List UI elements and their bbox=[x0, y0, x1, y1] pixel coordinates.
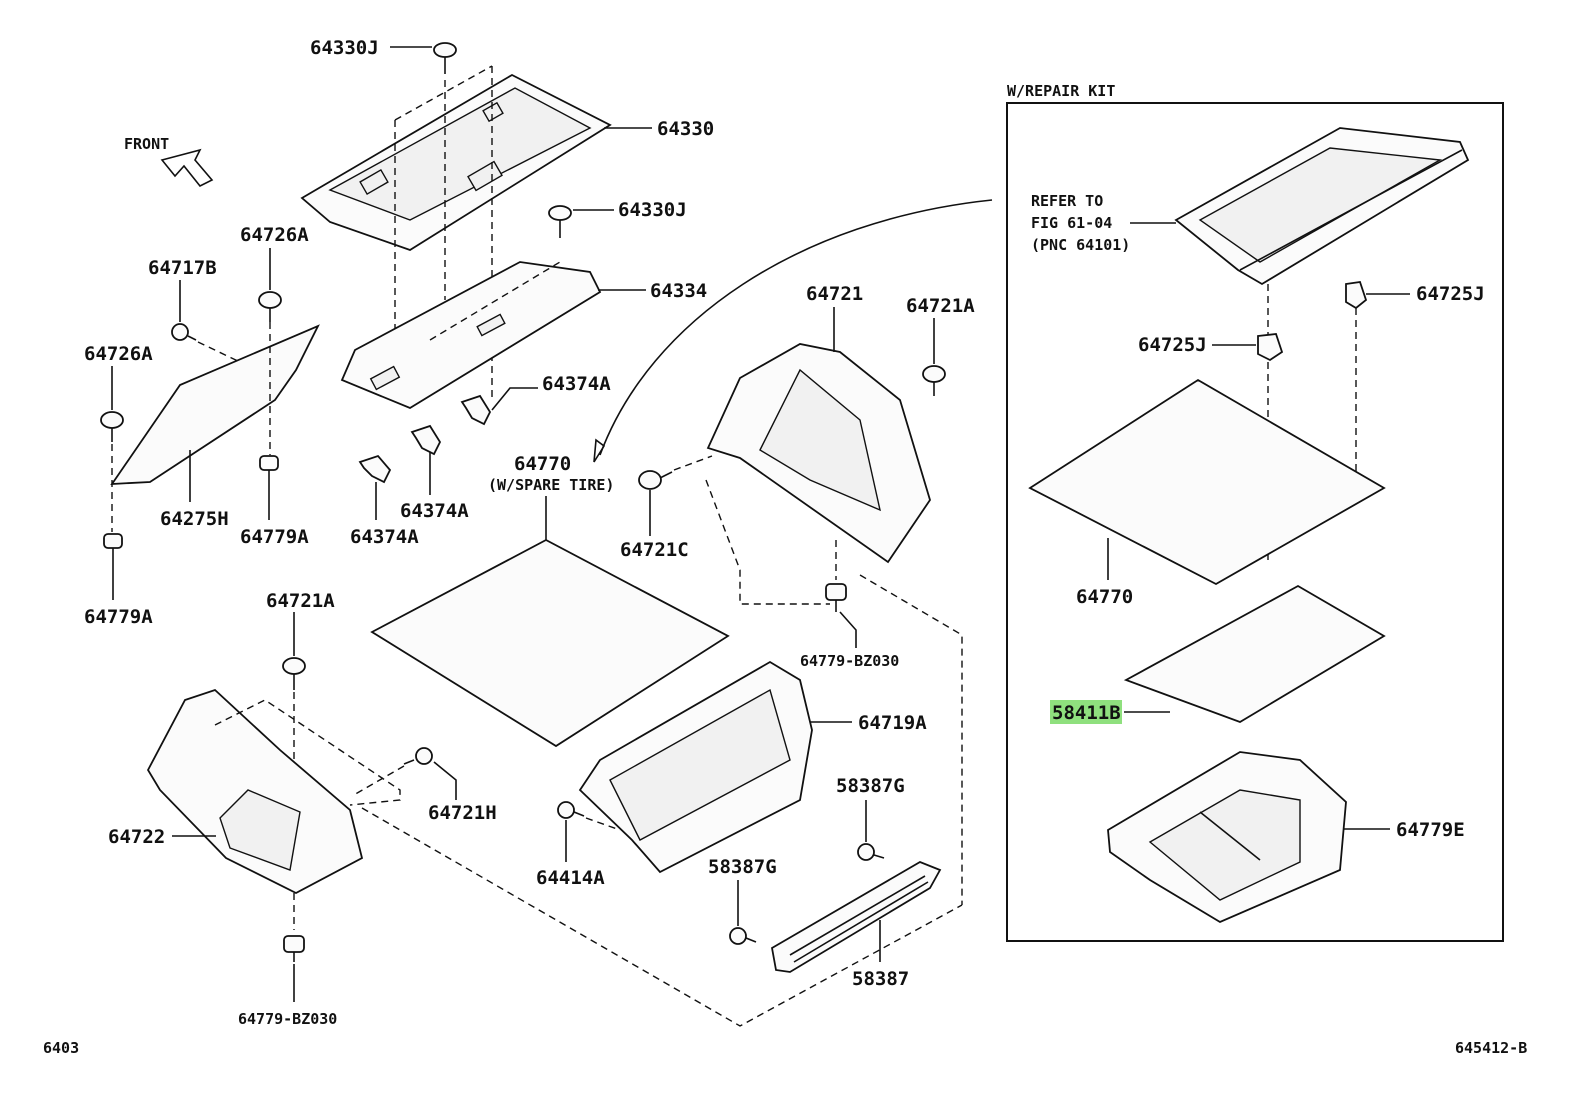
scuff-plate-58387-part bbox=[771, 861, 942, 973]
bracket-64374a-right-icon bbox=[460, 394, 492, 426]
label-58387g-top: 58387G bbox=[836, 775, 905, 797]
repair-kit-title: W/REPAIR KIT bbox=[1007, 82, 1115, 100]
label-64717b: 64717B bbox=[148, 257, 217, 279]
clip-64330j-mid-icon bbox=[548, 205, 572, 238]
floor-mat-kit-part bbox=[1028, 378, 1386, 586]
label-64726a-top: 64726A bbox=[240, 224, 309, 246]
label-64330j-top: 64330J bbox=[310, 37, 379, 59]
highlight-58411b bbox=[1050, 700, 1122, 724]
clip-64721c-icon bbox=[638, 470, 673, 490]
tray-board-part bbox=[340, 261, 602, 410]
label-64374a-mid: 64374A bbox=[400, 500, 469, 522]
label-58411b: 58411B bbox=[1052, 702, 1121, 724]
label-64779a-bottom: 64779A bbox=[84, 606, 153, 628]
clip-64725j-left-icon bbox=[1257, 333, 1284, 362]
label-64721a-left: 64721A bbox=[266, 590, 335, 612]
label-64374a-right: 64374A bbox=[542, 373, 611, 395]
screw-58387g-top-icon bbox=[857, 843, 885, 861]
label-64721h: 64721H bbox=[428, 802, 497, 824]
refer-line1: REFER TO bbox=[1031, 192, 1103, 210]
refer-line3: (PNC 64101) bbox=[1031, 236, 1130, 254]
floor-mat-center-part bbox=[370, 538, 730, 748]
label-64726a-left: 64726A bbox=[84, 343, 153, 365]
label-64779bz030-bottom: 64779-BZ030 bbox=[238, 1010, 337, 1028]
label-64721a-right: 64721A bbox=[906, 295, 975, 317]
screw-64721h-icon bbox=[403, 747, 433, 765]
front-arrow-icon bbox=[160, 148, 214, 188]
label-64414a: 64414A bbox=[536, 867, 605, 889]
screw-64717b-icon bbox=[171, 323, 197, 341]
side-trim-64721-part bbox=[706, 343, 931, 564]
label-64770-kit: 64770 bbox=[1076, 586, 1133, 608]
footer-left-code: 6403 bbox=[43, 1039, 79, 1057]
clip-64721a-left-icon bbox=[282, 657, 306, 690]
label-64779a-mid: 64779A bbox=[240, 526, 309, 548]
label-64275h: 64275H bbox=[160, 508, 229, 530]
label-64721: 64721 bbox=[806, 283, 863, 305]
clip-64779bz030-bottom-icon bbox=[283, 935, 305, 962]
label-64719a: 64719A bbox=[858, 712, 927, 734]
label-64725j-right: 64725J bbox=[1416, 283, 1485, 305]
clip-64726a-left-icon bbox=[100, 411, 124, 442]
repair-kit-box bbox=[1006, 102, 1504, 942]
label-64779e: 64779E bbox=[1396, 819, 1465, 841]
clip-64779bz030-right-icon bbox=[825, 583, 847, 612]
bracket-64374a-left-icon bbox=[358, 454, 392, 484]
label-spare-tire-note: (W/SPARE TIRE) bbox=[488, 476, 614, 494]
label-58387: 58387 bbox=[852, 968, 909, 990]
front-label: FRONT bbox=[124, 135, 169, 153]
screw-64414a-icon bbox=[557, 801, 585, 819]
refer-line2: FIG 61-04 bbox=[1031, 214, 1112, 232]
floor-pan-part bbox=[1174, 127, 1470, 286]
side-trim-64722-part bbox=[146, 688, 364, 895]
label-58387g-mid: 58387G bbox=[708, 856, 777, 878]
label-64722: 64722 bbox=[108, 826, 165, 848]
clip-64779a-mid-icon bbox=[259, 455, 279, 482]
label-64330: 64330 bbox=[657, 118, 714, 140]
rear-package-tray-part bbox=[300, 73, 612, 251]
clip-64330j-top-icon bbox=[433, 42, 457, 74]
label-64330j-mid: 64330J bbox=[618, 199, 687, 221]
footer-right-code: 645412-B bbox=[1455, 1039, 1527, 1057]
bracket-64374a-mid-icon bbox=[410, 424, 442, 456]
screw-58387g-mid-icon bbox=[729, 927, 757, 945]
curved-arrow-icon bbox=[599, 199, 993, 456]
clip-64726a-top-icon bbox=[258, 291, 282, 322]
label-64721c: 64721C bbox=[620, 539, 689, 561]
label-64725j-left: 64725J bbox=[1138, 334, 1207, 356]
clip-64779a-bottom-icon bbox=[103, 533, 123, 560]
label-64374a-left: 64374A bbox=[350, 526, 419, 548]
spare-tray-64779e-part bbox=[1107, 751, 1347, 924]
clip-64725j-right-icon bbox=[1345, 281, 1368, 310]
back-trim-64719a-part bbox=[578, 660, 813, 874]
label-64779bz030-right: 64779-BZ030 bbox=[800, 652, 899, 670]
label-64770-center: 64770 bbox=[514, 453, 571, 475]
label-64334: 64334 bbox=[650, 280, 707, 302]
side-trim-64275h-part bbox=[110, 324, 320, 485]
clip-64721a-right-icon bbox=[922, 365, 946, 396]
sheet-58411b-part bbox=[1123, 584, 1386, 723]
